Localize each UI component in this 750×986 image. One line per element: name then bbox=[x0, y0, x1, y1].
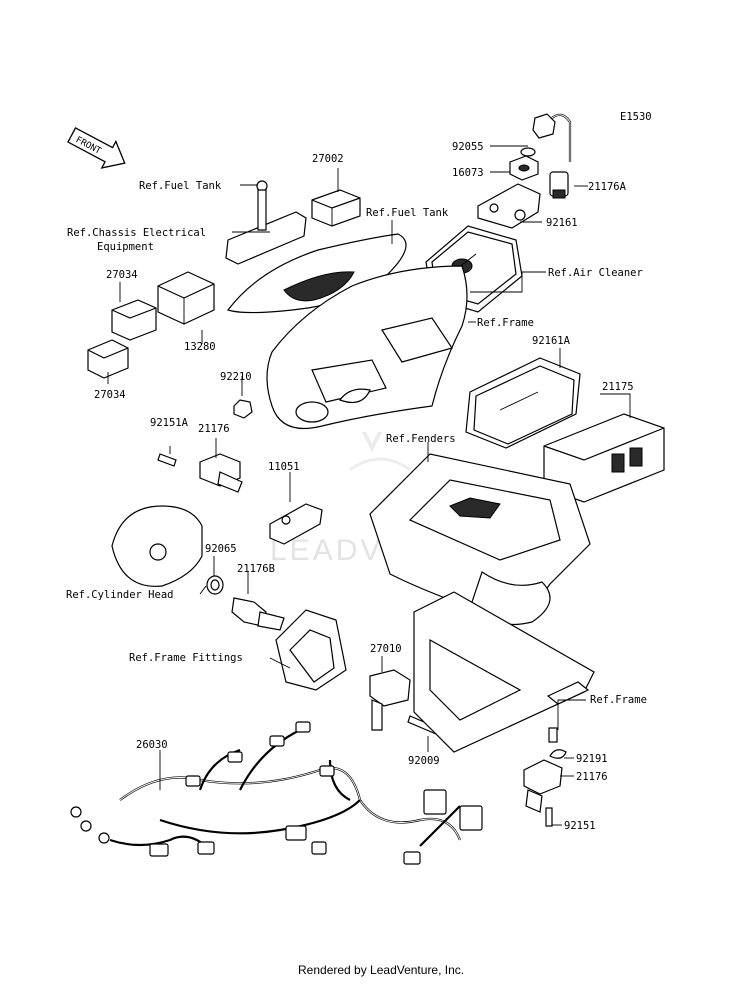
label-13280: 13280 bbox=[184, 341, 216, 353]
label-16073: 16073 bbox=[452, 167, 484, 179]
washer-92065 bbox=[206, 575, 224, 595]
bracket-11051 bbox=[269, 503, 323, 545]
leader-lines bbox=[107, 145, 631, 826]
label-ref-frame-top: Ref.Frame bbox=[477, 317, 534, 329]
label-92009: 92009 bbox=[408, 755, 440, 767]
label-92161A: 92161A bbox=[532, 335, 571, 347]
label-ref-chassis-line1: Ref.Chassis Electrical bbox=[67, 227, 206, 239]
label-21176A: 21176A bbox=[588, 181, 627, 193]
label-ref-fenders: Ref.Fenders bbox=[386, 433, 456, 445]
sensor-21176A-assembly bbox=[520, 113, 572, 199]
label-ref-cylinder-head: Ref.Cylinder Head bbox=[66, 589, 173, 601]
label-92065: 92065 bbox=[205, 543, 237, 555]
ecu-21175 bbox=[543, 413, 665, 503]
label-21176-right: 21176 bbox=[576, 771, 608, 783]
label-92191: 92191 bbox=[576, 753, 608, 765]
label-21176-left: 21176 bbox=[198, 423, 230, 435]
frame-main bbox=[266, 265, 468, 430]
label-92151: 92151 bbox=[564, 820, 596, 832]
label-92161: 92161 bbox=[546, 217, 578, 229]
oring-92191 bbox=[549, 749, 567, 759]
sensor-21176-left bbox=[199, 453, 243, 493]
sensor-21176-right bbox=[523, 759, 563, 813]
label-92151A: 92151A bbox=[150, 417, 189, 429]
bolt-right-upper bbox=[548, 727, 558, 743]
fender-outline bbox=[369, 453, 591, 626]
relay-27034-bottom bbox=[87, 339, 129, 379]
label-27010: 27010 bbox=[370, 643, 402, 655]
front-arrow-icon: FRONT bbox=[67, 127, 126, 169]
label-ref-frame-bottom: Ref.Frame bbox=[590, 694, 647, 706]
watermark-logo bbox=[349, 432, 411, 472]
label-ref-fuel-tank-left: Ref.Fuel Tank bbox=[139, 180, 222, 192]
footer-credit: Rendered by LeadVenture, Inc. bbox=[298, 963, 464, 977]
label-27034-bottom: 27034 bbox=[94, 389, 126, 401]
fuel-tank-outline bbox=[227, 233, 407, 314]
sensor-21176B bbox=[231, 597, 285, 631]
cylinder-head-outline bbox=[111, 505, 203, 587]
relay-27002 bbox=[311, 189, 361, 227]
cap-92210 bbox=[233, 399, 253, 419]
frame-fitting-bracket bbox=[275, 609, 347, 691]
ecu-case-92161A bbox=[465, 357, 581, 449]
label-ref-chassis-line2: Equipment bbox=[97, 241, 154, 253]
relay-27034-top bbox=[111, 299, 157, 341]
label-27002: 27002 bbox=[312, 153, 344, 165]
label-92210: 92210 bbox=[220, 371, 252, 383]
part-labels: 92055 16073 21176A 92161 27002 Ref.Fuel … bbox=[66, 141, 647, 832]
label-21175: 21175 bbox=[602, 381, 634, 393]
harness-connectors bbox=[70, 721, 483, 865]
bolt-92151A bbox=[157, 453, 177, 467]
relay-13280 bbox=[157, 271, 215, 325]
diagram-id: E1530 bbox=[620, 111, 652, 123]
frame-right-section bbox=[413, 591, 595, 753]
label-27034-top: 27034 bbox=[106, 269, 138, 281]
label-ref-fuel-tank-right: Ref.Fuel Tank bbox=[366, 207, 449, 219]
label-26030: 26030 bbox=[136, 739, 168, 751]
label-21176B: 21176B bbox=[237, 563, 275, 575]
sensor-27010 bbox=[369, 669, 411, 731]
fuel-tank-bracket bbox=[225, 180, 307, 286]
label-ref-frame-fittings: Ref.Frame Fittings bbox=[129, 652, 243, 664]
bolt-92151 bbox=[545, 807, 553, 827]
nut-16073 bbox=[509, 155, 539, 181]
label-92055: 92055 bbox=[452, 141, 484, 153]
bracket-92161 bbox=[477, 183, 541, 229]
label-11051: 11051 bbox=[268, 461, 300, 473]
label-ref-air-cleaner: Ref.Air Cleaner bbox=[548, 267, 643, 279]
